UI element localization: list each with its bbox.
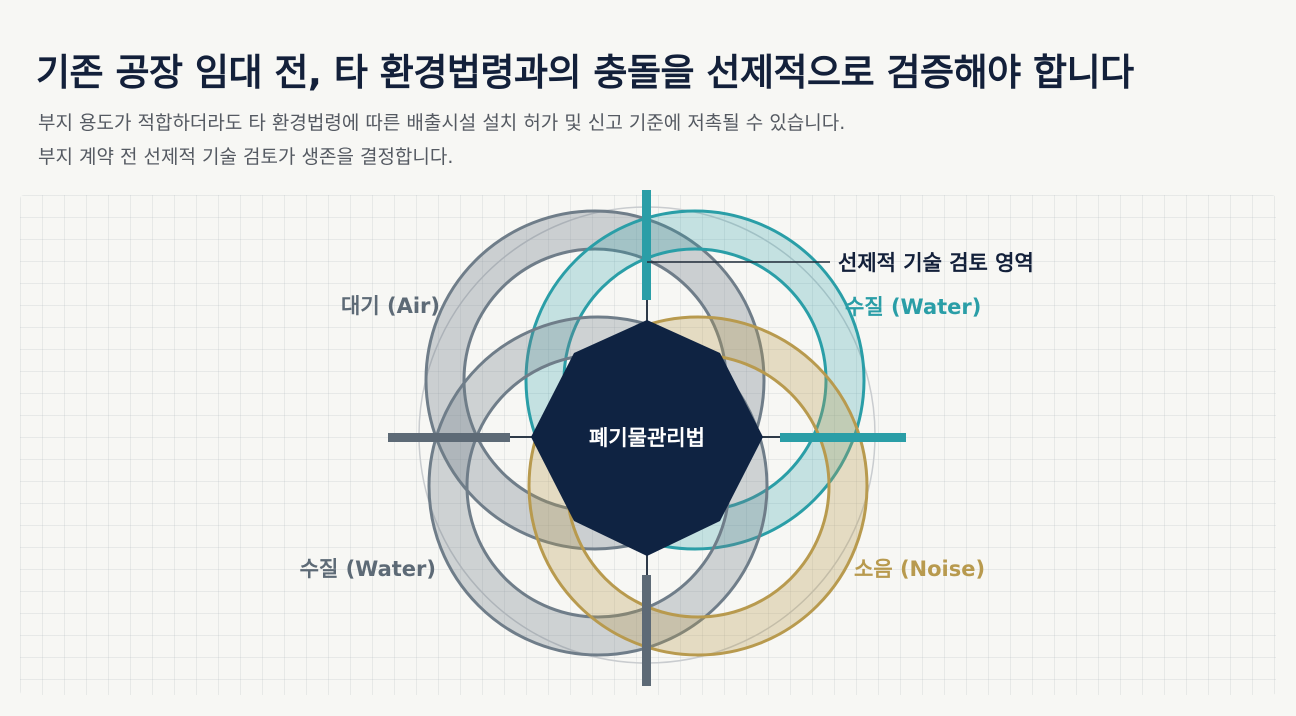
ring-water-top-edge-outer	[524, 209, 866, 551]
tick-bottom	[642, 575, 651, 686]
ring-water-bottom-edge-outer	[427, 315, 769, 657]
ring-label-air: 대기 (Air)	[341, 294, 440, 318]
ring-label-noise: 소음 (Noise)	[854, 557, 985, 581]
ring-noise	[529, 317, 867, 655]
tick-right	[780, 433, 906, 442]
ring-label-water-top: 수질 (Water)	[845, 295, 981, 319]
subtitle-line-1: 부지 용도가 적합하더라도 타 환경법령에 따른 배출시설 설치 허가 및 신고…	[38, 112, 846, 134]
center-label: 폐기물관리법	[589, 426, 705, 450]
ring-air-edge-outer	[424, 209, 766, 551]
tick-top	[642, 190, 651, 300]
ring-noise-edge-outer	[527, 315, 869, 657]
center-octagon-shape	[531, 320, 763, 556]
page-title: 기존 공장 임대 전, 타 환경법령과의 충돌을 선제적으로 검증해야 합니다	[36, 51, 1134, 94]
ring-label-water-bottom: 수질 (Water)	[300, 557, 436, 581]
ring-water-bottom	[429, 317, 767, 655]
subtitle-line-2: 부지 계약 전 선제적 기술 검토가 생존을 결정합니다.	[38, 146, 454, 168]
tick-left	[388, 433, 510, 442]
callout-label: 선제적 기술 검토 영역	[838, 251, 1034, 275]
